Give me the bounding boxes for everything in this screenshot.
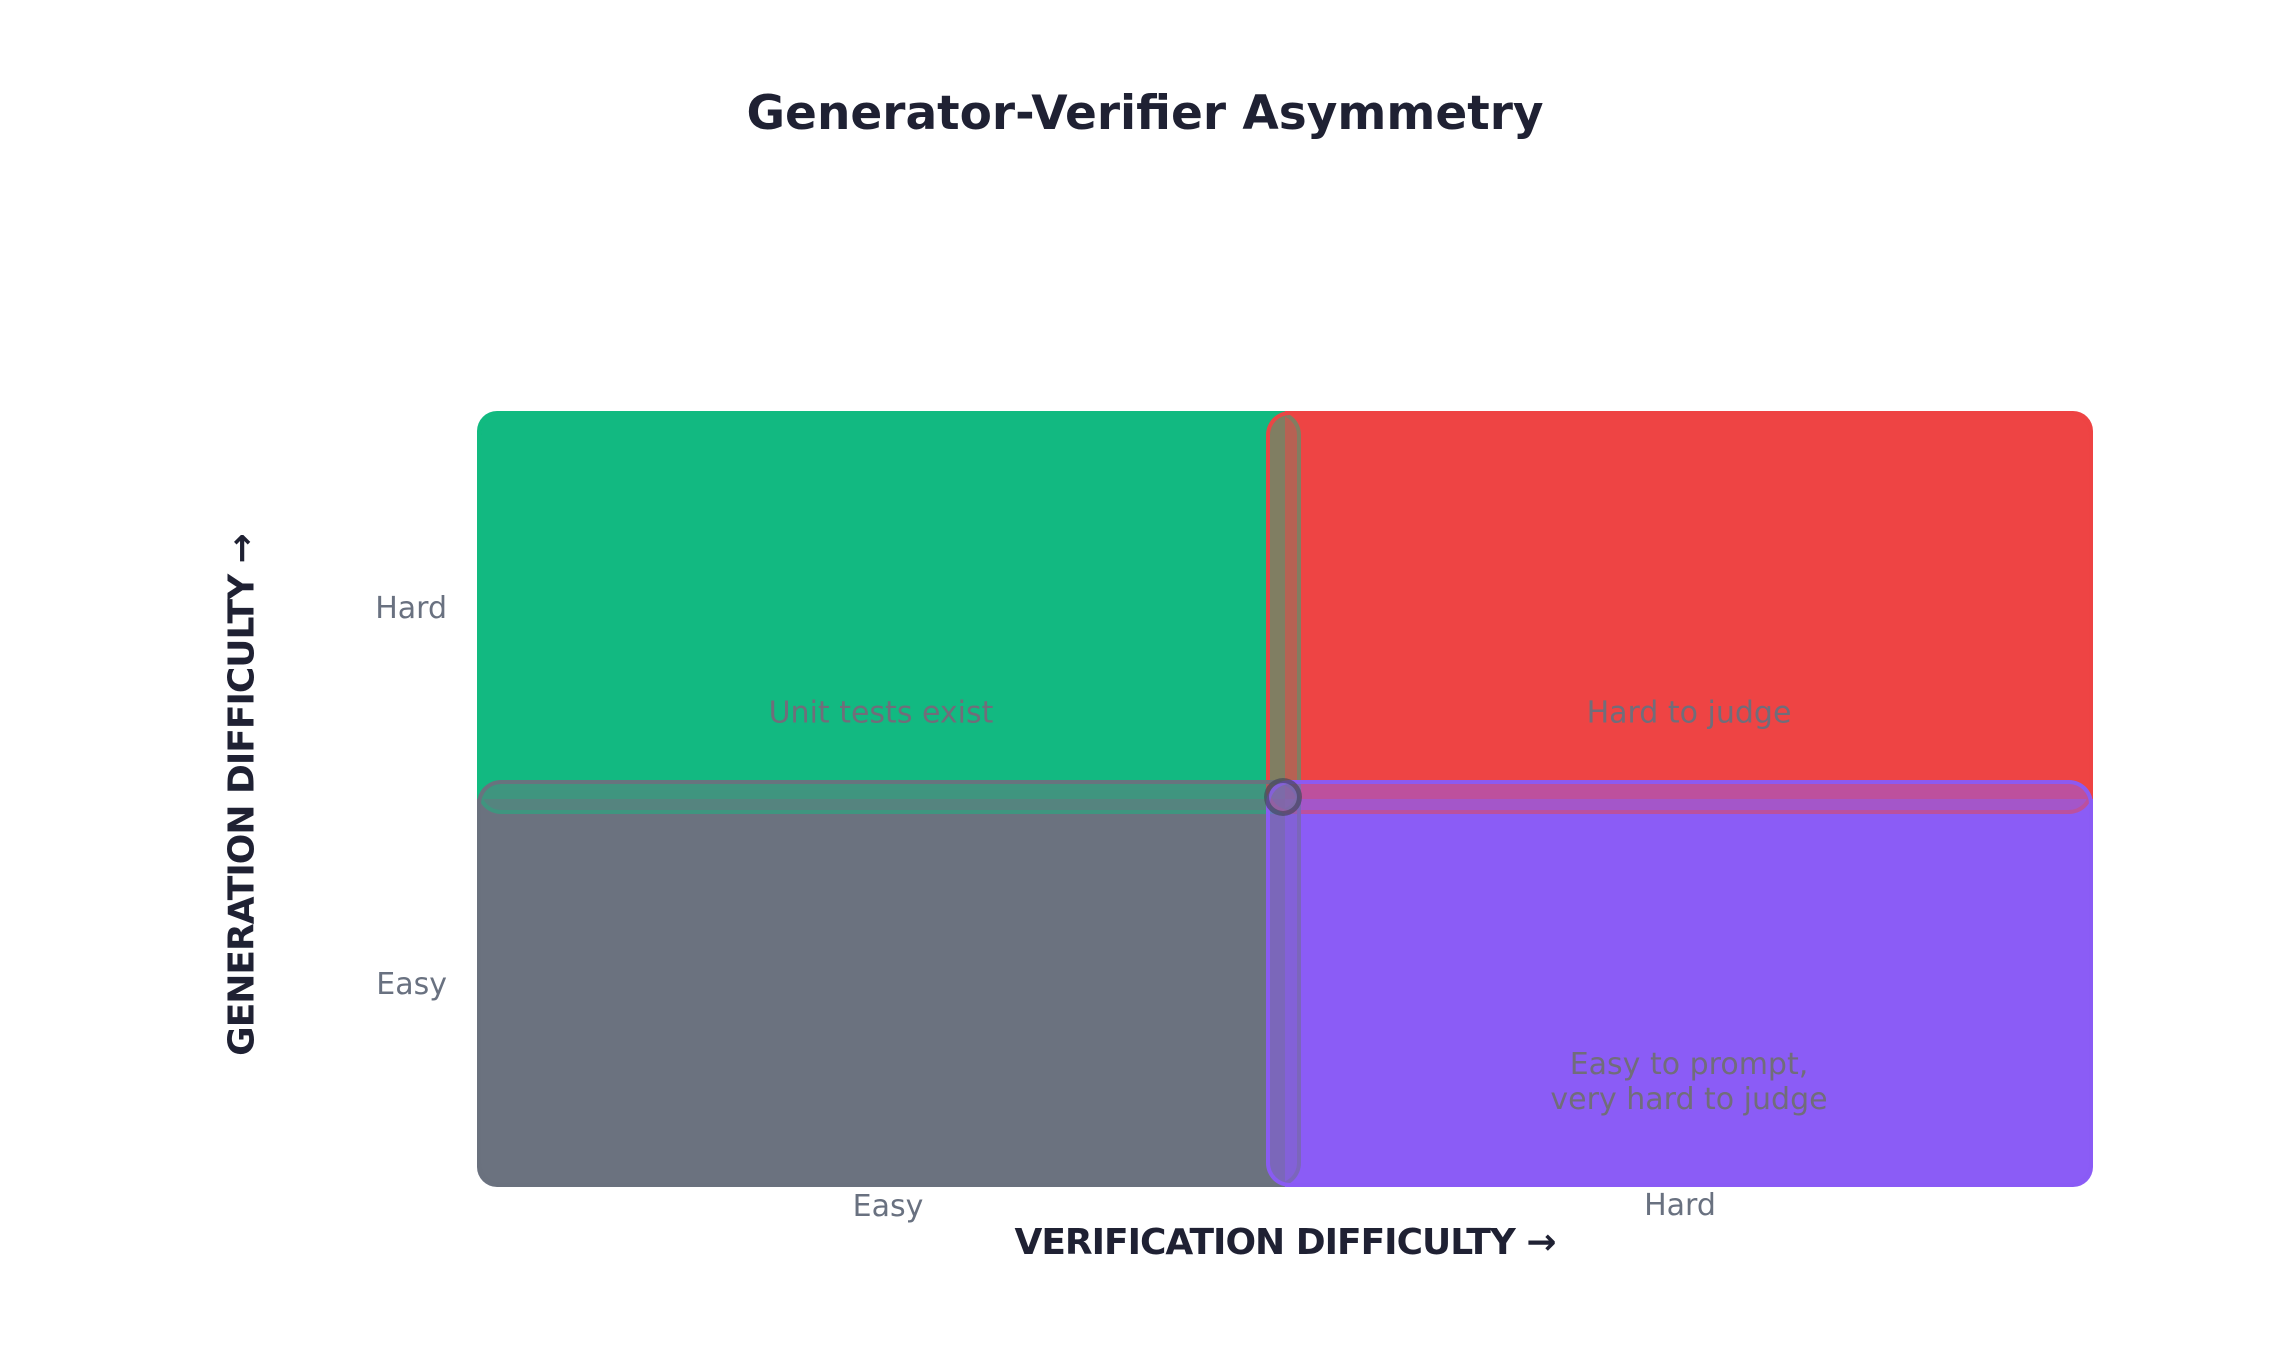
quadrant-top-right-overlay — [1266, 411, 2093, 814]
x-axis-label: VERIFICATION DIFFICULTY → — [1014, 1222, 1556, 1263]
center-marker-ring-icon — [1264, 778, 1302, 816]
quadrant-label-easy-to-prompt-line2: very hard to judge — [1550, 1082, 1828, 1117]
quadrant-plot: Unit tests exist Hard to judge Easy to p… — [477, 411, 2093, 1187]
figure-title: Generator-Verifier Asymmetry — [746, 86, 1544, 141]
quadrant-label-easy-to-prompt-line1: Easy to prompt, — [1569, 1047, 1809, 1082]
quadrant-bottom-right-overlay — [1266, 780, 2093, 1187]
quadrant-label-unit-tests: Unit tests exist — [768, 695, 994, 731]
quadrant-label-hard-to-judge: Hard to judge — [1586, 695, 1792, 731]
y-tick-hard: Hard — [375, 591, 447, 626]
y-tick-easy: Easy — [376, 967, 447, 1002]
quadrant-top-left-overlay — [477, 411, 1301, 814]
y-axis-label: GENERATION DIFFICULTY → — [221, 534, 263, 1056]
quadrant-label-easy-to-prompt: Easy to prompt, very hard to judge — [1550, 1047, 1827, 1117]
quadrant-bottom-left-overlay — [477, 780, 1301, 1187]
x-tick-easy: Easy — [852, 1189, 924, 1224]
x-tick-hard: Hard — [1644, 1188, 1716, 1223]
